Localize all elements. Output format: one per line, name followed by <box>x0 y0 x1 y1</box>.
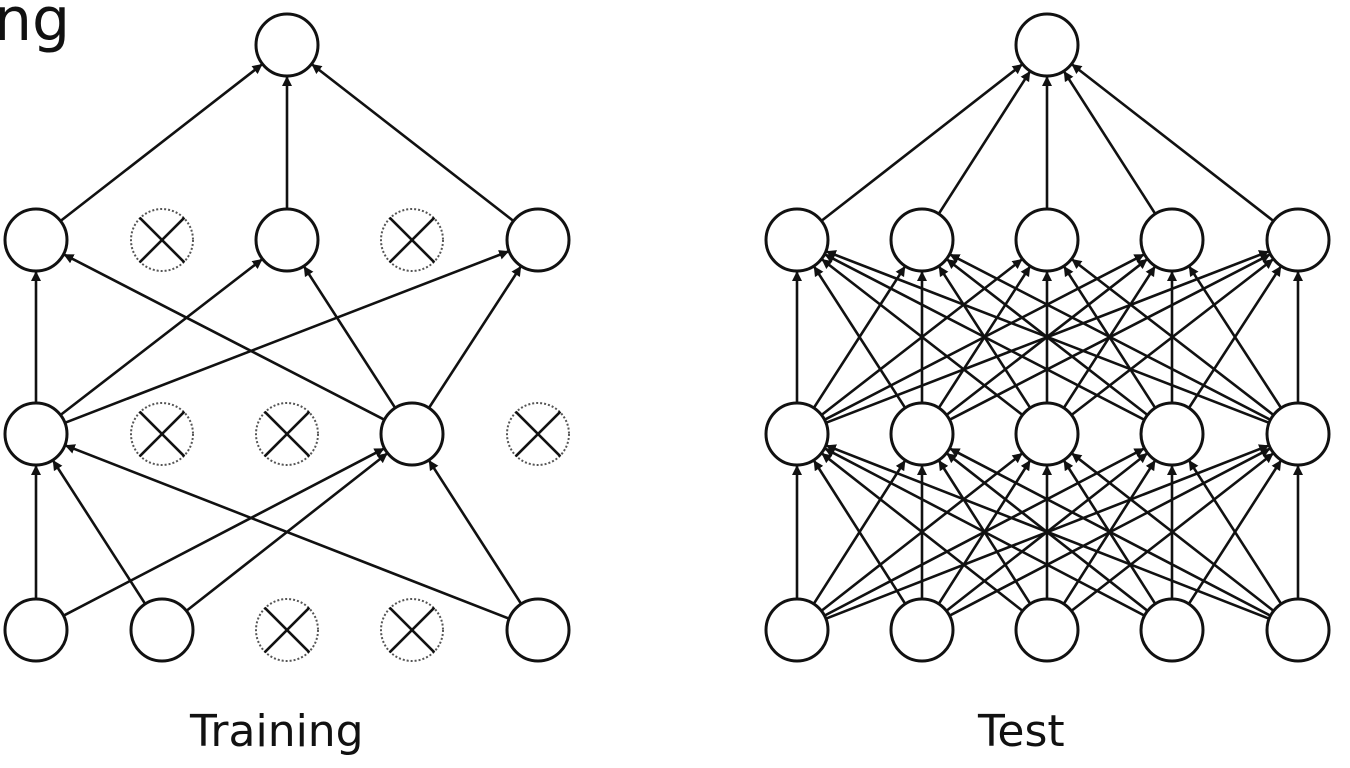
training-hidden2-unit-2 <box>254 207 320 273</box>
training-hidden1-unit-2-dropped <box>255 402 319 466</box>
test-hidden1-unit-1 <box>889 401 955 467</box>
test-input-unit-2 <box>1014 597 1080 663</box>
training-hidden1-unit-1-dropped <box>130 402 194 466</box>
test-connection-0-2-to-1-0 <box>821 452 1024 612</box>
training-hidden2-unit-0 <box>3 207 69 273</box>
test-connection-1-1-to-2-0 <box>813 266 907 409</box>
test-hidden1-unit-2 <box>1014 401 1080 467</box>
test-connection-0-3-to-1-0 <box>824 447 1146 617</box>
test-connection-0-4-to-1-0 <box>825 444 1270 620</box>
training-input-unit-4 <box>505 597 571 663</box>
test-input-unit-4 <box>1265 597 1331 663</box>
training-caption: Training <box>190 706 364 757</box>
test-input-unit-1 <box>889 597 955 663</box>
training-hidden2-unit-3-dropped <box>380 208 444 272</box>
test-caption: Test <box>978 706 1065 757</box>
training-input-unit-0 <box>3 597 69 663</box>
test-hidden2-unit-0 <box>764 207 830 273</box>
training-connection-1-3-to-2-0 <box>63 253 386 421</box>
training-input-unit-1 <box>129 597 195 663</box>
training-network <box>3 12 571 663</box>
training-connection-0-1-to-1-0 <box>52 460 147 605</box>
training-connection-1-3-to-2-2 <box>303 266 397 409</box>
test-hidden1-unit-0 <box>764 401 830 467</box>
training-units <box>3 12 571 663</box>
test-hidden2-unit-3 <box>1139 207 1205 273</box>
test-output-unit-0 <box>1014 12 1080 78</box>
test-connection-1-4-to-2-1 <box>949 253 1272 421</box>
training-hidden1-unit-3 <box>379 401 445 467</box>
training-hidden1-unit-4-dropped <box>506 402 570 466</box>
training-connection-1-0-to-2-4 <box>64 250 510 425</box>
training-connection-0-4-to-1-3 <box>428 460 523 605</box>
training-input-unit-3-dropped <box>380 598 444 662</box>
training-connection-0-0-to-1-3 <box>62 447 385 617</box>
test-network <box>764 12 1331 663</box>
training-output-unit-0 <box>254 12 320 78</box>
test-connections <box>792 63 1303 620</box>
test-hidden2-unit-4 <box>1265 207 1331 273</box>
test-connection-1-4-to-2-0 <box>825 250 1270 425</box>
test-connection-0-1-to-1-0 <box>813 460 907 605</box>
training-connection-1-3-to-2-4 <box>427 265 522 409</box>
test-input-unit-3 <box>1139 597 1205 663</box>
test-connection-2-0-to-3-0 <box>820 63 1023 222</box>
test-connection-0-4-to-1-2 <box>1071 452 1275 612</box>
test-connection-2-4-to-3-0 <box>1071 63 1275 223</box>
training-connections <box>31 63 523 620</box>
test-connection-1-4-to-2-3 <box>1188 265 1283 409</box>
test-connection-2-1-to-3-0 <box>937 71 1031 215</box>
training-connection-0-4-to-1-0 <box>64 444 510 620</box>
test-hidden1-unit-3 <box>1139 401 1205 467</box>
test-connection-1-4-to-2-2 <box>1071 258 1275 417</box>
test-hidden2-unit-1 <box>889 207 955 273</box>
test-units <box>764 12 1331 663</box>
training-connection-2-4-to-3-0 <box>311 63 515 223</box>
training-connection-2-0-to-3-0 <box>59 63 263 223</box>
test-hidden2-unit-2 <box>1014 207 1080 273</box>
test-connection-2-3-to-3-0 <box>1063 71 1157 215</box>
training-hidden2-unit-1-dropped <box>130 208 194 272</box>
training-connection-1-0-to-2-2 <box>59 258 263 417</box>
slide-title-fragment: ng <box>0 0 71 55</box>
test-connection-0-4-to-1-1 <box>949 447 1272 617</box>
test-input-unit-0 <box>764 597 830 663</box>
test-hidden1-unit-4 <box>1265 401 1331 467</box>
test-connection-1-3-to-2-0 <box>824 253 1146 421</box>
training-hidden2-unit-4 <box>505 207 571 273</box>
training-hidden1-unit-0 <box>3 401 69 467</box>
test-connection-1-2-to-2-0 <box>821 258 1024 417</box>
training-input-unit-2-dropped <box>255 598 319 662</box>
test-connection-0-4-to-1-3 <box>1188 460 1283 605</box>
